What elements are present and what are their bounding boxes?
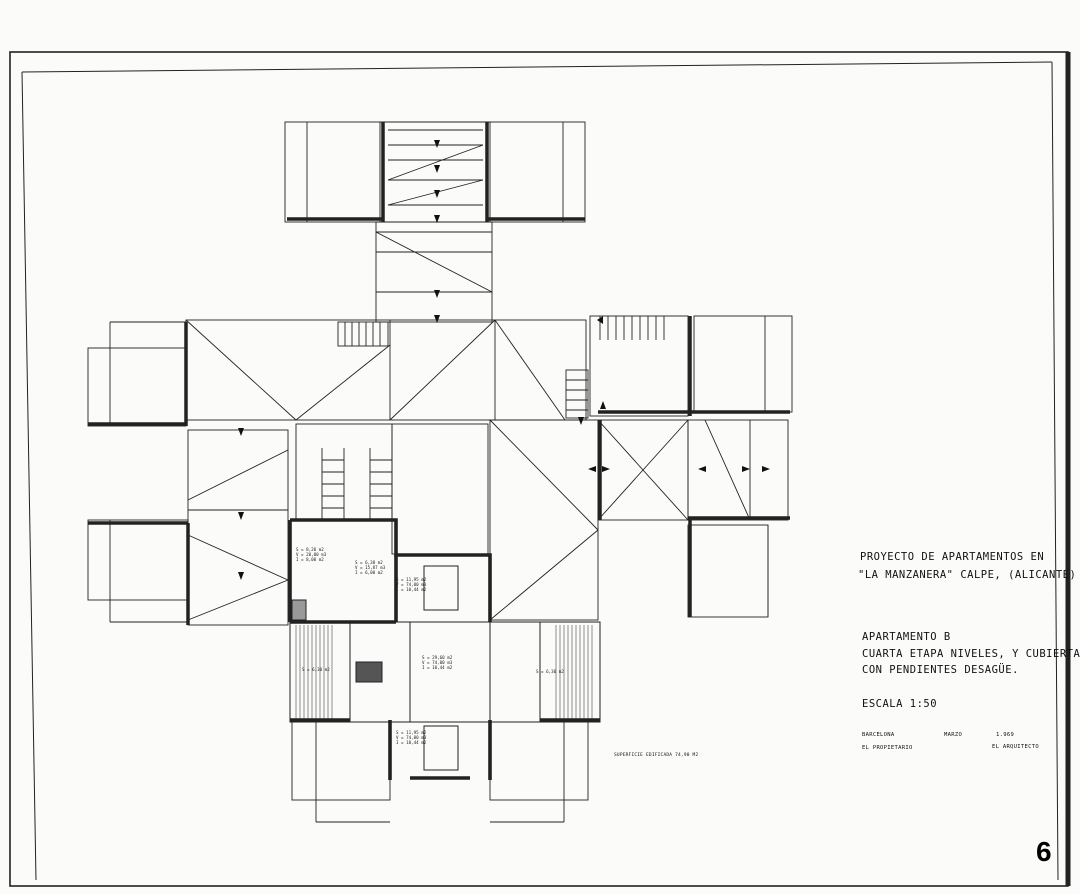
room-label-bath: S = 6,38 m2 V = 15,87 m3 I = 6,00 m2	[355, 560, 386, 575]
month-label: MARZO	[944, 732, 963, 738]
drain-arrows	[238, 140, 770, 580]
project-title-line1: PROYECTO DE APARTAMENTOS EN	[860, 551, 1045, 563]
central-stair	[295, 423, 489, 555]
inner-border-left	[21, 71, 37, 881]
sheet-number: 6	[1036, 836, 1052, 867]
central-roof	[185, 319, 587, 421]
room-label-bedroom1: S = 11,95 m2 V = 74,00 m3 I = 10,44 m2	[396, 577, 427, 592]
apartment-label: APARTAMENTO B	[862, 631, 951, 643]
left-upper-wing	[87, 321, 187, 427]
city-label: BARCELONA	[862, 732, 895, 738]
room-label-living: S = 29,60 m2 V = 74,00 m3 I = 10,44 m2	[422, 655, 453, 670]
sheet-border	[9, 51, 1069, 887]
room-label-terrace-left: S = 6,30 m2	[302, 667, 330, 672]
right-roof	[489, 315, 793, 621]
inner-border-top	[21, 61, 1053, 73]
project-title-line2: "LA MANZANERA" CALPE, (ALICANTE)	[858, 569, 1077, 581]
bottom-wing	[291, 721, 589, 823]
apartment-b	[288, 518, 600, 780]
room-label-kitchen: S = 8,20 m2 V = 20,00 m3 I = 8,00 m2	[296, 547, 327, 562]
top-wing	[284, 121, 586, 323]
room-label-bedroom2: S = 11,95 m2 V = 74,00 m3 I = 10,44 m2	[396, 730, 427, 745]
scale-label: ESCALA 1:50	[862, 698, 938, 710]
inner-border-right	[1051, 61, 1059, 881]
surface-note: SUPERFICIE EDIFICADA 74,90 M2	[614, 753, 699, 758]
room-label-terrace-right: S = 6,30 m2	[536, 669, 564, 674]
year-label: 1.969	[996, 732, 1015, 738]
description-line1: CUARTA ETAPA NIVELES, Y CUBIERTAS	[862, 648, 1080, 660]
owner-label: EL PROPIETARIO	[862, 745, 913, 751]
terrace-hatch	[295, 625, 593, 720]
description-line2: CON PENDIENTES DESAGÜE.	[862, 664, 1019, 676]
architect-label: EL ARQUITECTO	[992, 744, 1039, 750]
